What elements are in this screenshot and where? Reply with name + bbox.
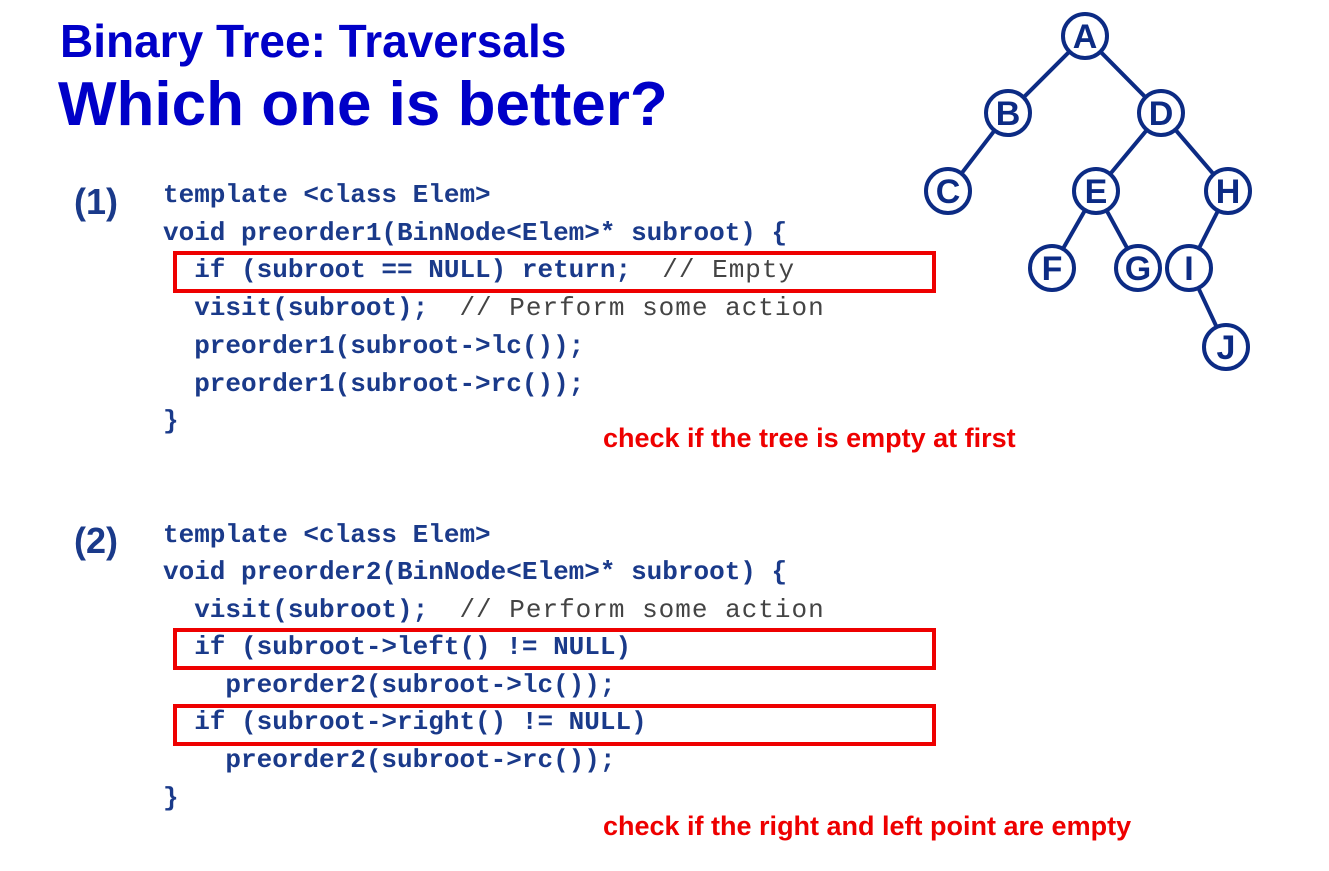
code-text: visit(subroot);	[163, 293, 460, 323]
option-2-code-line-7: preorder2(subroot->rc());	[163, 744, 615, 776]
tree-edge-H-I	[1197, 209, 1220, 250]
option-2-code-line-5: preorder2(subroot->lc());	[163, 669, 615, 701]
svg-text:E: E	[1085, 173, 1108, 211]
code-text: preorder1(subroot->rc());	[163, 369, 585, 399]
code-comment: // Perform some action	[459, 595, 825, 625]
tree-node-H: H	[1204, 167, 1252, 215]
svg-text:H: H	[1216, 173, 1241, 211]
code-text: if (subroot->left() != NULL)	[163, 632, 632, 662]
code-comment: // Perform some action	[459, 293, 825, 323]
option-2-note: check if the right and left point are em…	[603, 811, 1132, 841]
svg-text:I: I	[1184, 250, 1193, 288]
option-2-code-line-2: void preorder2(BinNode<Elem>* subroot) {	[163, 556, 787, 588]
svg-text:A: A	[1073, 18, 1098, 56]
option-1-code-line-4: visit(subroot); // Perform some action	[163, 292, 825, 324]
tree-edge-E-G	[1104, 209, 1130, 250]
tree-node-A: A	[1061, 12, 1109, 60]
tree-node-J: J	[1202, 323, 1250, 371]
option-2-code-line-3: visit(subroot); // Perform some action	[163, 594, 825, 626]
code-text: if (subroot->right() != NULL)	[163, 707, 647, 737]
code-text: template <class Elem>	[163, 180, 491, 210]
option-1-code-line-5: preorder1(subroot->lc());	[163, 330, 584, 362]
svg-text:D: D	[1149, 95, 1174, 133]
tree-node-G: G	[1114, 244, 1162, 292]
tree-node-C: C	[924, 167, 972, 215]
slide-subtitle: Which one is better?	[58, 70, 668, 139]
code-text: void preorder1(BinNode<Elem>* subroot) {	[163, 218, 788, 248]
slide-title: Binary Tree: Traversals	[60, 15, 567, 67]
svg-text:J: J	[1217, 329, 1236, 367]
option-1-code-line-1: template <class Elem>	[163, 179, 491, 211]
code-text: void preorder2(BinNode<Elem>* subroot) {	[163, 557, 788, 587]
tree-edge-D-E	[1108, 128, 1149, 176]
code-text: visit(subroot);	[163, 595, 460, 625]
highlight-box-right-check	[173, 704, 936, 746]
option-2-code-line-4: if (subroot->left() != NULL)	[163, 631, 631, 663]
tree-edge-A-B	[1022, 50, 1071, 99]
tree-edge-E-F	[1061, 209, 1087, 250]
svg-text:G: G	[1125, 250, 1151, 288]
highlight-box-left-check	[173, 628, 936, 670]
option-1-number: (1)	[74, 181, 118, 222]
option-1-code-line-6: preorder1(subroot->rc());	[163, 368, 584, 400]
code-text: template <class Elem>	[163, 520, 491, 550]
option-2-code-line-1: template <class Elem>	[163, 519, 491, 551]
option-1-note: check if the tree is empty at first	[603, 423, 1016, 453]
option-2-code-line-6: if (subroot->right() != NULL)	[163, 706, 647, 738]
code-comment: // Empty	[662, 255, 796, 285]
tree-node-D: D	[1137, 89, 1185, 137]
code-text: preorder2(subroot->rc());	[163, 745, 616, 775]
tree-node-F: F	[1028, 244, 1076, 292]
code-text: preorder1(subroot->lc());	[163, 331, 585, 361]
option-1-code-line-7: }	[163, 405, 179, 437]
tree-edge-I-J	[1196, 287, 1219, 328]
svg-text:C: C	[936, 173, 961, 211]
code-text: }	[163, 406, 179, 436]
svg-text:B: B	[996, 95, 1021, 133]
code-text: preorder2(subroot->lc());	[163, 670, 616, 700]
svg-text:F: F	[1042, 250, 1063, 288]
tree-edge-B-C	[959, 129, 997, 175]
option-1-code-line-2: void preorder1(BinNode<Elem>* subroot) {	[163, 217, 787, 249]
code-text: }	[163, 783, 179, 813]
tree-node-E: E	[1072, 167, 1120, 215]
option-1-code-line-3: if (subroot == NULL) return; // Empty	[163, 254, 795, 286]
tree-edge-A-D	[1099, 50, 1147, 99]
option-2-number: (2)	[74, 520, 118, 561]
tree-node-B: B	[984, 89, 1032, 137]
tree-edge-D-H	[1173, 128, 1216, 176]
tree-node-I: I	[1165, 244, 1213, 292]
code-text: if (subroot == NULL) return;	[163, 255, 663, 285]
highlight-box-empty-check	[173, 251, 936, 293]
option-2-code-line-8: }	[163, 782, 179, 814]
